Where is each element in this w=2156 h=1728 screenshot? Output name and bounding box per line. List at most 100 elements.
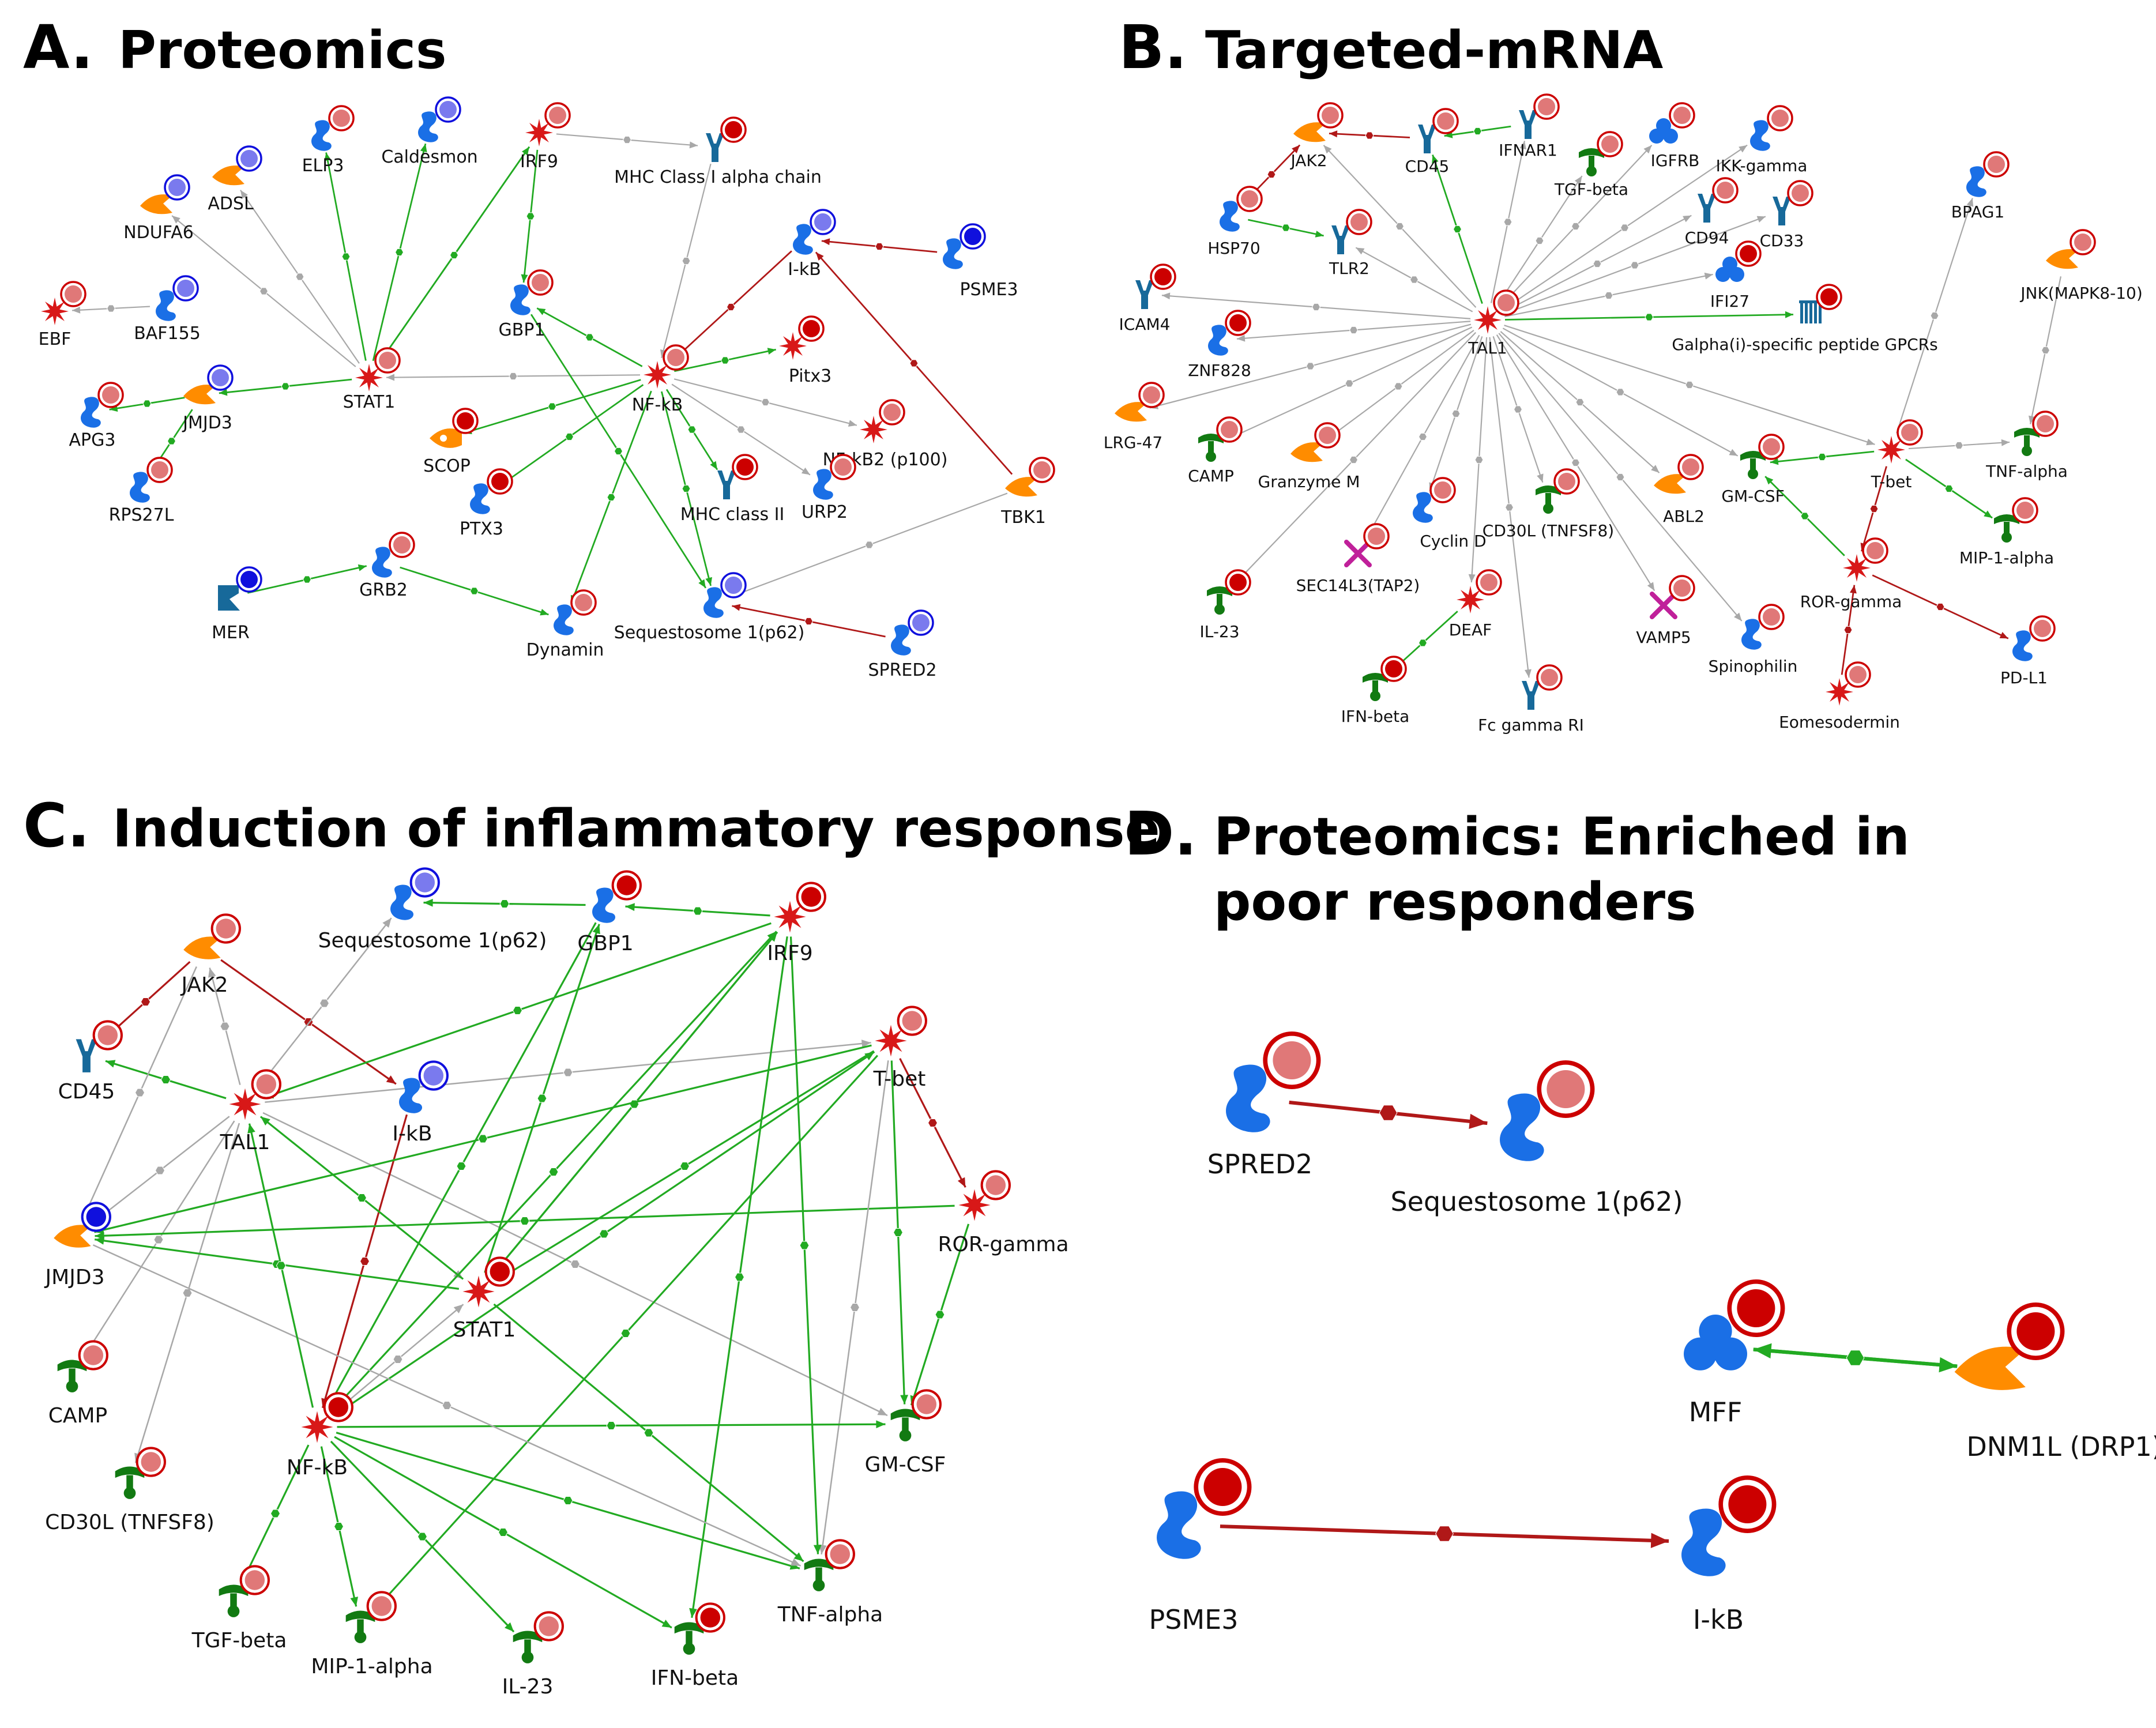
node-mip1a: MIP-1-alpha xyxy=(1959,497,2054,567)
node-label: MER xyxy=(212,623,250,643)
generic-icon xyxy=(813,469,833,500)
edge-nfkb-mhcii xyxy=(665,389,718,470)
edge-nfkb-mip1a xyxy=(320,1446,358,1607)
node-label: TLR2 xyxy=(1329,259,1369,278)
ligand-icon xyxy=(1207,586,1232,615)
edge-layer xyxy=(82,898,970,1633)
panel-d-heading-line2: poor responders xyxy=(1214,872,1696,932)
expression-marker xyxy=(374,347,401,374)
edge-nfkb-irf9 xyxy=(330,931,777,1413)
edge-nfkb-seq xyxy=(661,391,713,586)
generic-icon xyxy=(2012,630,2033,661)
tf-icon xyxy=(41,298,69,325)
node-label: IFNAR1 xyxy=(1499,141,1557,160)
expression-marker xyxy=(207,364,234,391)
generic-icon xyxy=(510,284,530,315)
tf-icon xyxy=(462,1275,495,1308)
node-ifi27: IFI27 xyxy=(1710,240,1762,311)
node-mhci: MHC Class I alpha chain xyxy=(614,116,822,187)
expression-marker xyxy=(1476,569,1502,596)
expression-marker xyxy=(544,102,571,129)
edge-nfkb-gmcsf xyxy=(337,1420,886,1430)
expression-marker xyxy=(570,589,597,616)
expression-marker xyxy=(236,145,262,172)
edge-tal1-tbet xyxy=(1504,325,1875,446)
edge-nfkb-tal1 xyxy=(247,1123,314,1408)
node-label: TAL1 xyxy=(220,1131,270,1154)
gpcr-icon xyxy=(1799,300,1822,323)
tf-icon xyxy=(1457,586,1484,613)
edge-tal1-jak2 xyxy=(208,967,241,1085)
node-jmjd3: JMJD3 xyxy=(182,364,234,433)
node-label: HSP70 xyxy=(1207,239,1260,258)
node-label: TGF-beta xyxy=(191,1629,287,1652)
expression-marker xyxy=(720,572,747,598)
edge-tbet-tnfa xyxy=(818,1060,889,1554)
node-label: ZNF828 xyxy=(1188,361,1251,380)
receptor-icon xyxy=(1135,280,1154,309)
node-ikb: I-kB xyxy=(392,1060,449,1146)
node-label: I-kB xyxy=(392,1122,432,1146)
enzyme-icon xyxy=(1293,122,1326,142)
node-mip1a: MIP-1-alpha xyxy=(311,1591,433,1678)
node-label: CD94 xyxy=(1685,228,1729,247)
edge-tal1-ifnar1 xyxy=(1490,141,1527,303)
edge-tbet-tnfa xyxy=(1908,439,2010,450)
edge-tal1-cd33 xyxy=(1503,216,1766,315)
node-tgfb: TGF-beta xyxy=(191,1565,287,1652)
panel-b-heading: Targeted-mRNA xyxy=(1205,20,1664,81)
node-label: IRF9 xyxy=(520,152,558,172)
edge-rorg-jmjd3 xyxy=(95,1204,955,1240)
node-label: Spinophilin xyxy=(1709,657,1798,676)
edge-stat1-elp3 xyxy=(324,152,367,361)
edge-stat1-ndufa6 xyxy=(171,215,356,367)
expression-marker xyxy=(1767,105,1793,131)
expression-marker xyxy=(1758,434,1785,460)
edge-tbet-bpag1 xyxy=(1896,198,1974,434)
node-gpcr: Galpha(i)-specific peptide GPCRs xyxy=(1672,284,1938,354)
ligand-icon xyxy=(513,1631,543,1663)
panel-b-letter: B. xyxy=(1119,12,1187,82)
expression-marker xyxy=(527,269,554,296)
node-igfrb: IGFRB xyxy=(1649,102,1699,170)
node-icam4: ICAM4 xyxy=(1119,263,1176,334)
expression-marker xyxy=(97,382,124,408)
enzyme-icon xyxy=(140,194,172,214)
node-nfkb2: NF-kB2 (p100) xyxy=(823,399,947,470)
node-label: PSME3 xyxy=(1149,1604,1239,1635)
edge-stat1-tal1 xyxy=(259,1116,464,1280)
node-label: Sequestosome 1(p62) xyxy=(318,929,547,953)
edge-nfkb-il23 xyxy=(330,1440,515,1633)
node-baf155: BAF155 xyxy=(134,275,201,344)
generic-icon xyxy=(1208,325,1228,356)
edge-irf9-ifnb xyxy=(689,936,788,1618)
ligand-icon xyxy=(890,1409,920,1441)
node-psme3: PSME3 xyxy=(943,223,1018,300)
node-label: CD30L (TNFSF8) xyxy=(45,1511,215,1534)
node-label: ABL2 xyxy=(1663,507,1705,526)
node-tbet: T-bet xyxy=(1871,419,1923,491)
node-label: Sequestosome 1(p62) xyxy=(614,623,805,643)
tf-icon xyxy=(875,1025,907,1057)
node-hsp70: HSP70 xyxy=(1207,186,1263,258)
node-elp3: ELP3 xyxy=(302,105,355,176)
expression-marker xyxy=(1897,419,1923,446)
node-label: Eomesodermin xyxy=(1779,713,1900,732)
edge-tal1-cyclind xyxy=(1429,336,1483,491)
edge-tbet-jmjd3 xyxy=(94,1044,872,1234)
node-label: NDUFA6 xyxy=(123,223,194,243)
enzyme-icon xyxy=(183,936,221,959)
edge-tal1-seq xyxy=(257,917,392,1089)
expression-marker xyxy=(1758,604,1785,630)
generic-icon xyxy=(1220,201,1240,232)
generic-icon xyxy=(418,111,438,142)
edge-psme3-ikb xyxy=(821,238,938,253)
expression-marker xyxy=(2029,615,2056,642)
expression-marker xyxy=(720,116,747,143)
node-ikb: I-kB xyxy=(788,209,836,280)
edge-spred2-seq xyxy=(732,604,886,638)
panel-d-title: D. Proteomics: Enriched in poor responde… xyxy=(1124,799,1910,932)
edge-tal1-ifi27 xyxy=(1504,272,1713,318)
node-cd45: CD45 xyxy=(1405,108,1459,176)
